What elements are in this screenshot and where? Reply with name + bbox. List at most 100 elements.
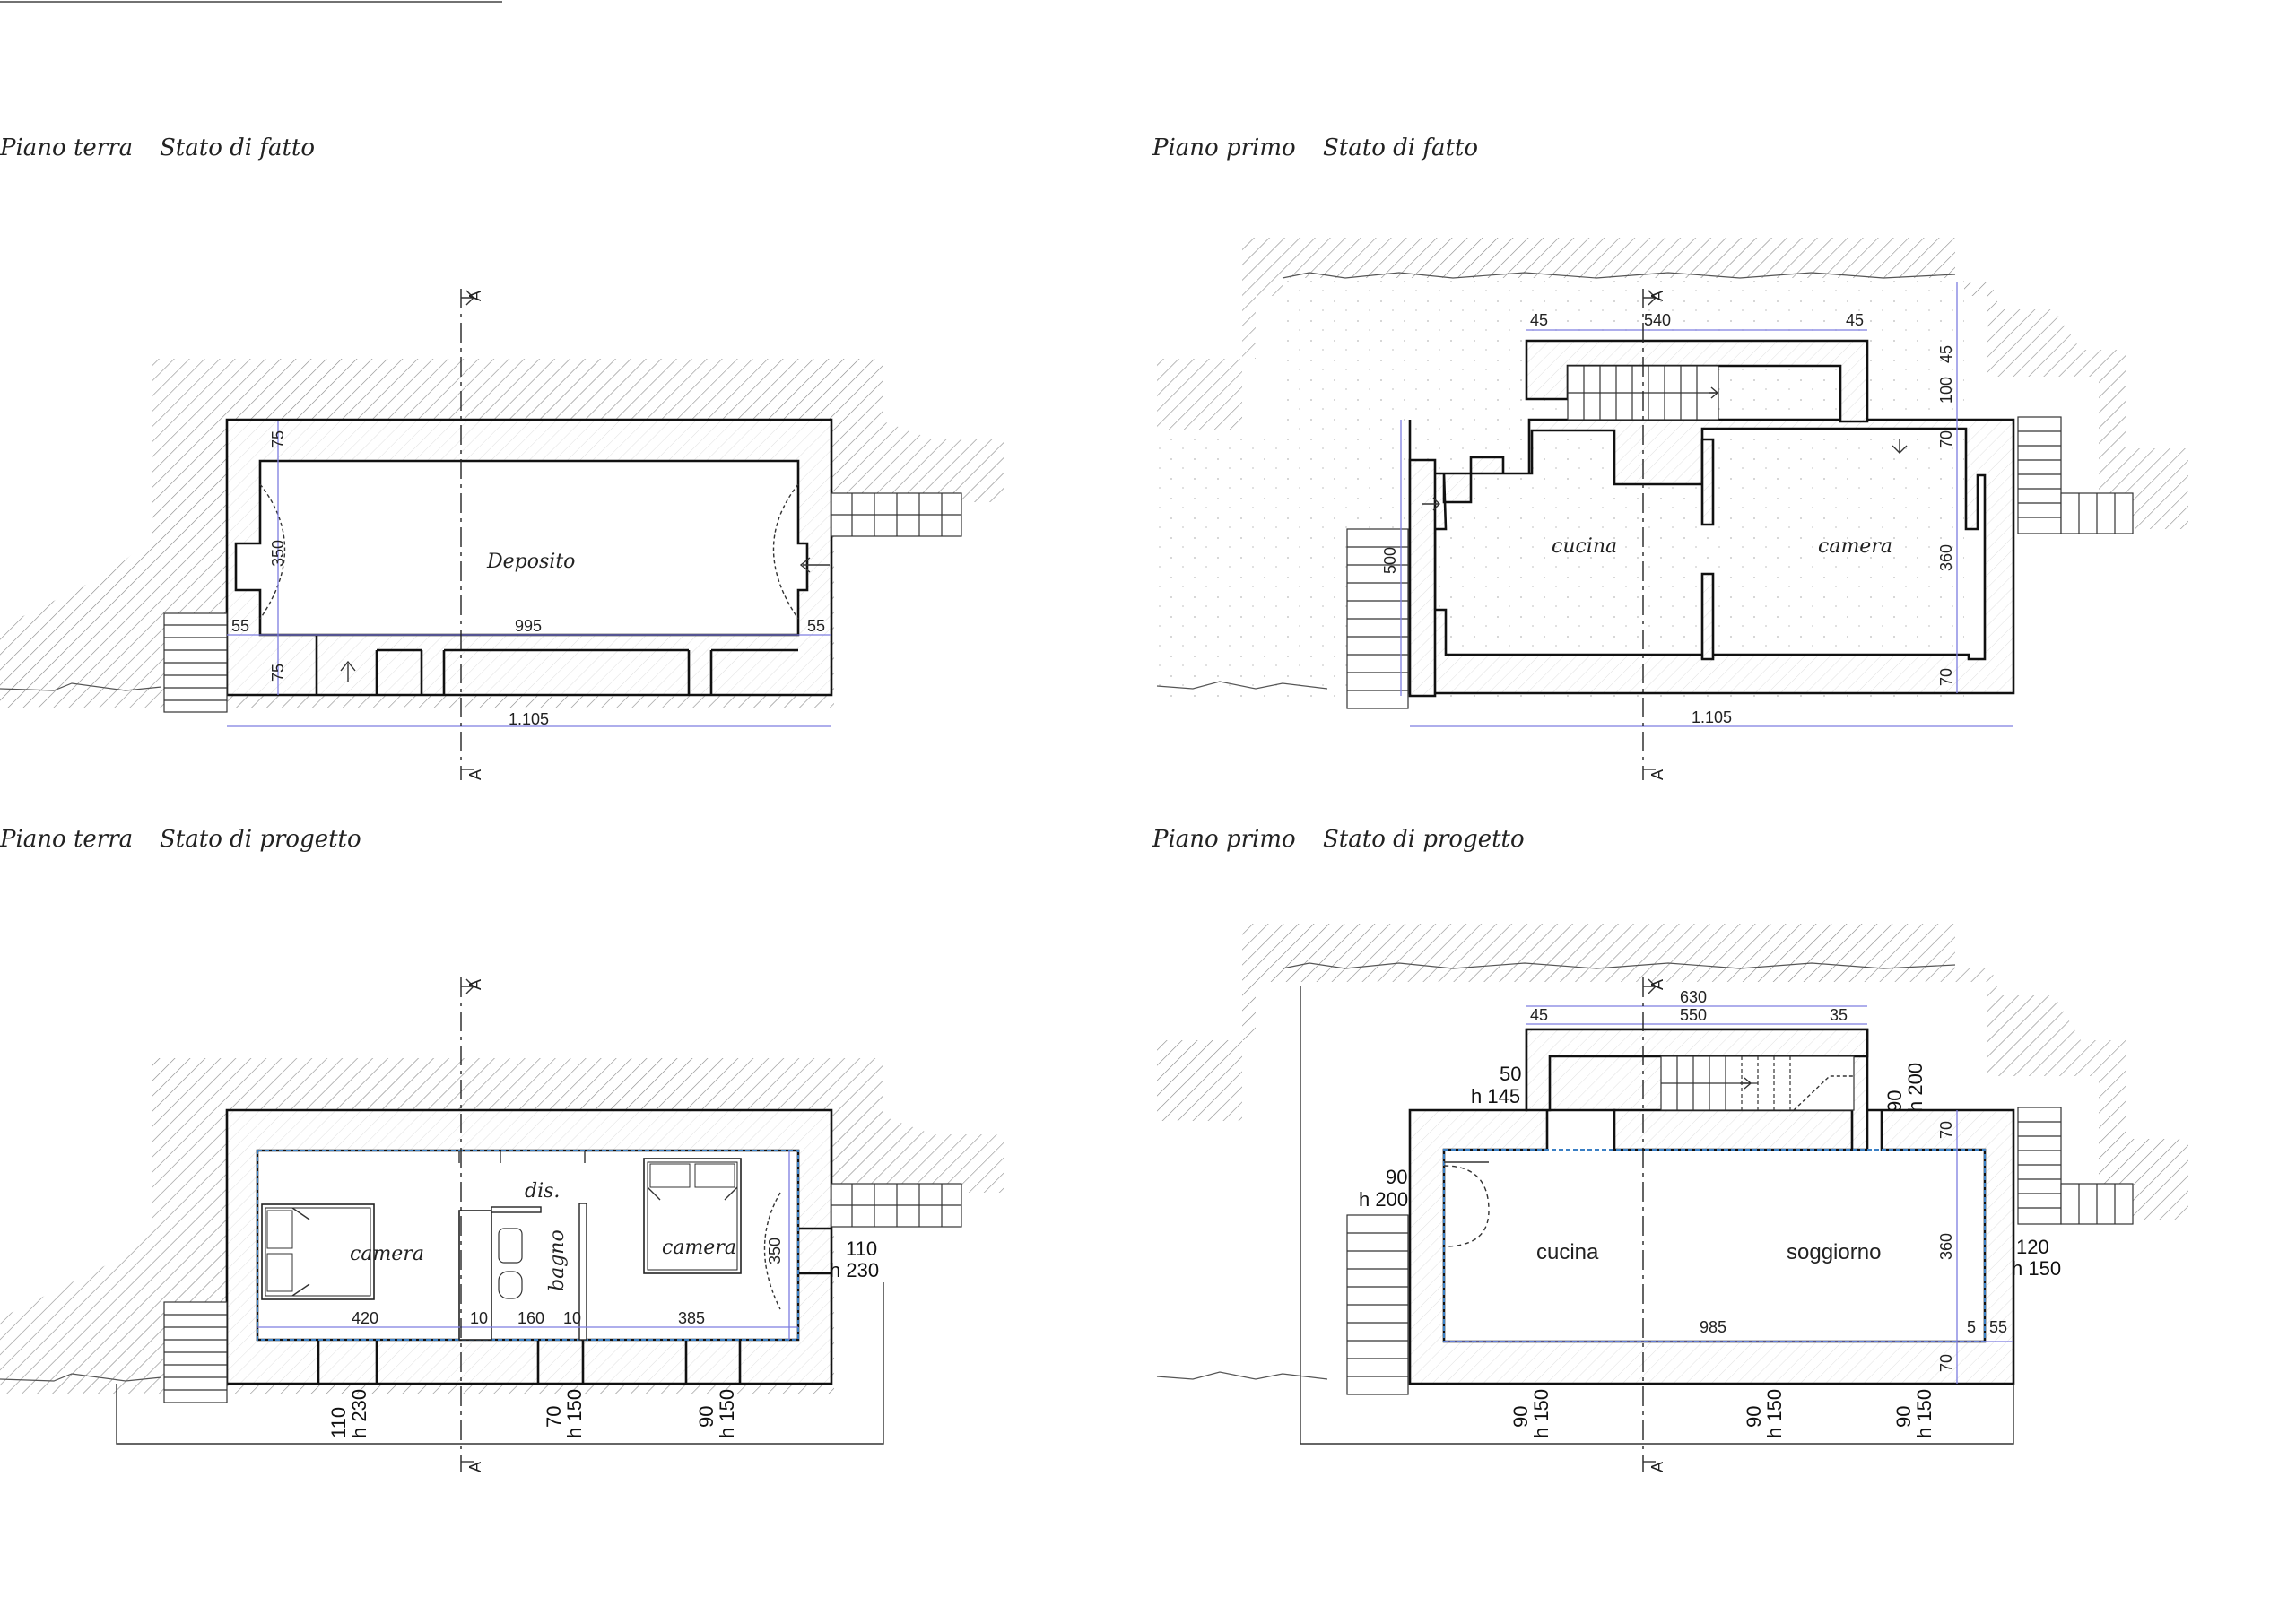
dim-5: 5 bbox=[1967, 1318, 1976, 1336]
room-deposito: Deposito bbox=[486, 551, 575, 573]
dim-70-bottom: 70 bbox=[1937, 1354, 1955, 1372]
insulation-line bbox=[257, 1150, 799, 1341]
exterior-stair-left bbox=[1346, 528, 1409, 709]
section-marker-bottom: A bbox=[1648, 769, 1666, 780]
room-disimpegno: dis. bbox=[525, 1180, 560, 1203]
svg-text:90: 90 bbox=[1883, 1090, 1906, 1112]
plan-ground-existing: 75 350 75 55 995 55 1.105 Deposito A A bbox=[0, 289, 1004, 780]
dim-540: 540 bbox=[1644, 311, 1671, 329]
svg-text:90: 90 bbox=[1743, 1406, 1765, 1428]
exterior-stair-right bbox=[831, 1183, 962, 1228]
dim-420: 420 bbox=[352, 1309, 378, 1327]
partition bbox=[458, 1210, 492, 1341]
svg-text:h 150: h 150 bbox=[1530, 1389, 1552, 1438]
svg-text:120: 120 bbox=[2016, 1236, 2049, 1258]
room-cucina: cucina bbox=[1536, 1240, 1599, 1264]
section-marker-top: A bbox=[466, 979, 484, 990]
exterior-stair-right bbox=[2017, 1107, 2134, 1225]
exterior-stair-right bbox=[831, 492, 962, 537]
opening-labels: 110 h 230 70 h 150 90 h 150 110 h 230 bbox=[327, 1238, 879, 1438]
bed-left bbox=[261, 1203, 375, 1300]
dim-55: 55 bbox=[1989, 1318, 2007, 1336]
plan-first-existing: 45 540 45 45 100 70 360 70 500 1.105 cuc… bbox=[1156, 238, 2188, 780]
stair-core-walls bbox=[1525, 1028, 1869, 1112]
title-state-3: Stato di progetto bbox=[160, 826, 361, 853]
exterior-stair-left bbox=[163, 1301, 228, 1403]
title-floor-4: Piano primo bbox=[1152, 826, 1296, 853]
titles: Piano terra Stato di fatto Piano primo S… bbox=[0, 135, 1525, 853]
opening-labels: 50 h 145 90 h 200 90 h 200 120 h 150 90 … bbox=[1359, 1063, 2061, 1438]
title-floor-3: Piano terra bbox=[0, 826, 133, 853]
svg-text:90: 90 bbox=[1892, 1406, 1915, 1428]
dim-1105: 1.105 bbox=[509, 710, 549, 728]
dim-55-right: 55 bbox=[807, 617, 825, 635]
title-state-4: Stato di progetto bbox=[1323, 826, 1525, 853]
dim-35: 35 bbox=[1830, 1006, 1848, 1024]
svg-text:h 150: h 150 bbox=[563, 1389, 586, 1438]
svg-text:50: 50 bbox=[1500, 1063, 1521, 1085]
dim-500: 500 bbox=[1381, 547, 1399, 574]
svg-text:110: 110 bbox=[846, 1238, 877, 1260]
dim-550: 550 bbox=[1680, 1006, 1707, 1024]
section-marker-bottom: A bbox=[466, 1462, 484, 1472]
dim-385: 385 bbox=[678, 1309, 705, 1327]
dim-360: 360 bbox=[1937, 544, 1955, 571]
dim-45-vertical: 45 bbox=[1937, 345, 1955, 363]
dim-75-top: 75 bbox=[269, 430, 287, 448]
svg-text:h 200: h 200 bbox=[1904, 1063, 1926, 1112]
dim-70-top: 70 bbox=[1937, 430, 1955, 448]
title-floor-1: Piano terra bbox=[0, 135, 133, 161]
stair-core-walls bbox=[1525, 339, 1869, 423]
room-bagno: bagno bbox=[546, 1229, 569, 1291]
dim-10-right: 10 bbox=[563, 1309, 581, 1327]
dim-45: 45 bbox=[1530, 1006, 1548, 1024]
dim-10-left: 10 bbox=[470, 1309, 488, 1327]
room-camera-right: camera bbox=[662, 1237, 736, 1259]
svg-text:h 230: h 230 bbox=[830, 1259, 879, 1281]
title-floor-2: Piano primo bbox=[1152, 135, 1296, 161]
svg-text:90: 90 bbox=[1509, 1406, 1532, 1428]
title-state-1: Stato di fatto bbox=[160, 135, 315, 161]
svg-text:h 230: h 230 bbox=[348, 1389, 370, 1438]
svg-text:h 145: h 145 bbox=[1471, 1085, 1520, 1107]
section-marker-top: A bbox=[466, 291, 484, 301]
exterior-stair-right bbox=[2017, 416, 2134, 534]
dim-350: 350 bbox=[269, 540, 287, 567]
exterior-stair-left bbox=[163, 612, 228, 713]
dim-45-right: 45 bbox=[1846, 311, 1864, 329]
exterior-stair-left bbox=[1346, 1214, 1409, 1395]
sink-icon bbox=[498, 1228, 523, 1264]
section-marker-bottom: A bbox=[1648, 1462, 1666, 1472]
dim-985: 985 bbox=[1700, 1318, 1726, 1336]
plan-ground-project: 420 10 160 10 385 350 camera dis. bagno … bbox=[0, 977, 1004, 1472]
dim-100: 100 bbox=[1937, 377, 1955, 404]
svg-text:90: 90 bbox=[1386, 1166, 1407, 1188]
dim-70-top: 70 bbox=[1937, 1121, 1955, 1139]
svg-text:h 200: h 200 bbox=[1359, 1188, 1408, 1211]
dim-70-bottom: 70 bbox=[1937, 668, 1955, 686]
room-cucina: cucina bbox=[1552, 535, 1617, 558]
room-soggiorno: soggiorno bbox=[1787, 1240, 1881, 1264]
dim-630: 630 bbox=[1680, 988, 1707, 1006]
dim-55-left: 55 bbox=[231, 617, 249, 635]
svg-text:110: 110 bbox=[327, 1407, 350, 1438]
dim-350: 350 bbox=[766, 1238, 784, 1264]
internal-stair bbox=[1660, 1055, 1855, 1111]
dim-75-bottom: 75 bbox=[269, 664, 287, 682]
svg-text:h 150: h 150 bbox=[2012, 1257, 2061, 1280]
svg-text:70: 70 bbox=[543, 1406, 565, 1428]
title-state-2: Stato di fatto bbox=[1323, 135, 1478, 161]
terrain-hatch bbox=[1157, 924, 2188, 1220]
dim-995: 995 bbox=[515, 617, 542, 635]
dim-160: 160 bbox=[517, 1309, 544, 1327]
toilet-icon bbox=[498, 1271, 523, 1299]
room-camera-left: camera bbox=[350, 1243, 424, 1265]
section-marker-bottom: A bbox=[466, 769, 484, 780]
dim-360: 360 bbox=[1937, 1233, 1955, 1260]
section-marker-top: A bbox=[1648, 291, 1666, 301]
svg-text:h 150: h 150 bbox=[1913, 1389, 1935, 1438]
svg-text:90: 90 bbox=[695, 1406, 718, 1428]
bed-right bbox=[643, 1158, 742, 1274]
insulation-line bbox=[1443, 1149, 1986, 1342]
